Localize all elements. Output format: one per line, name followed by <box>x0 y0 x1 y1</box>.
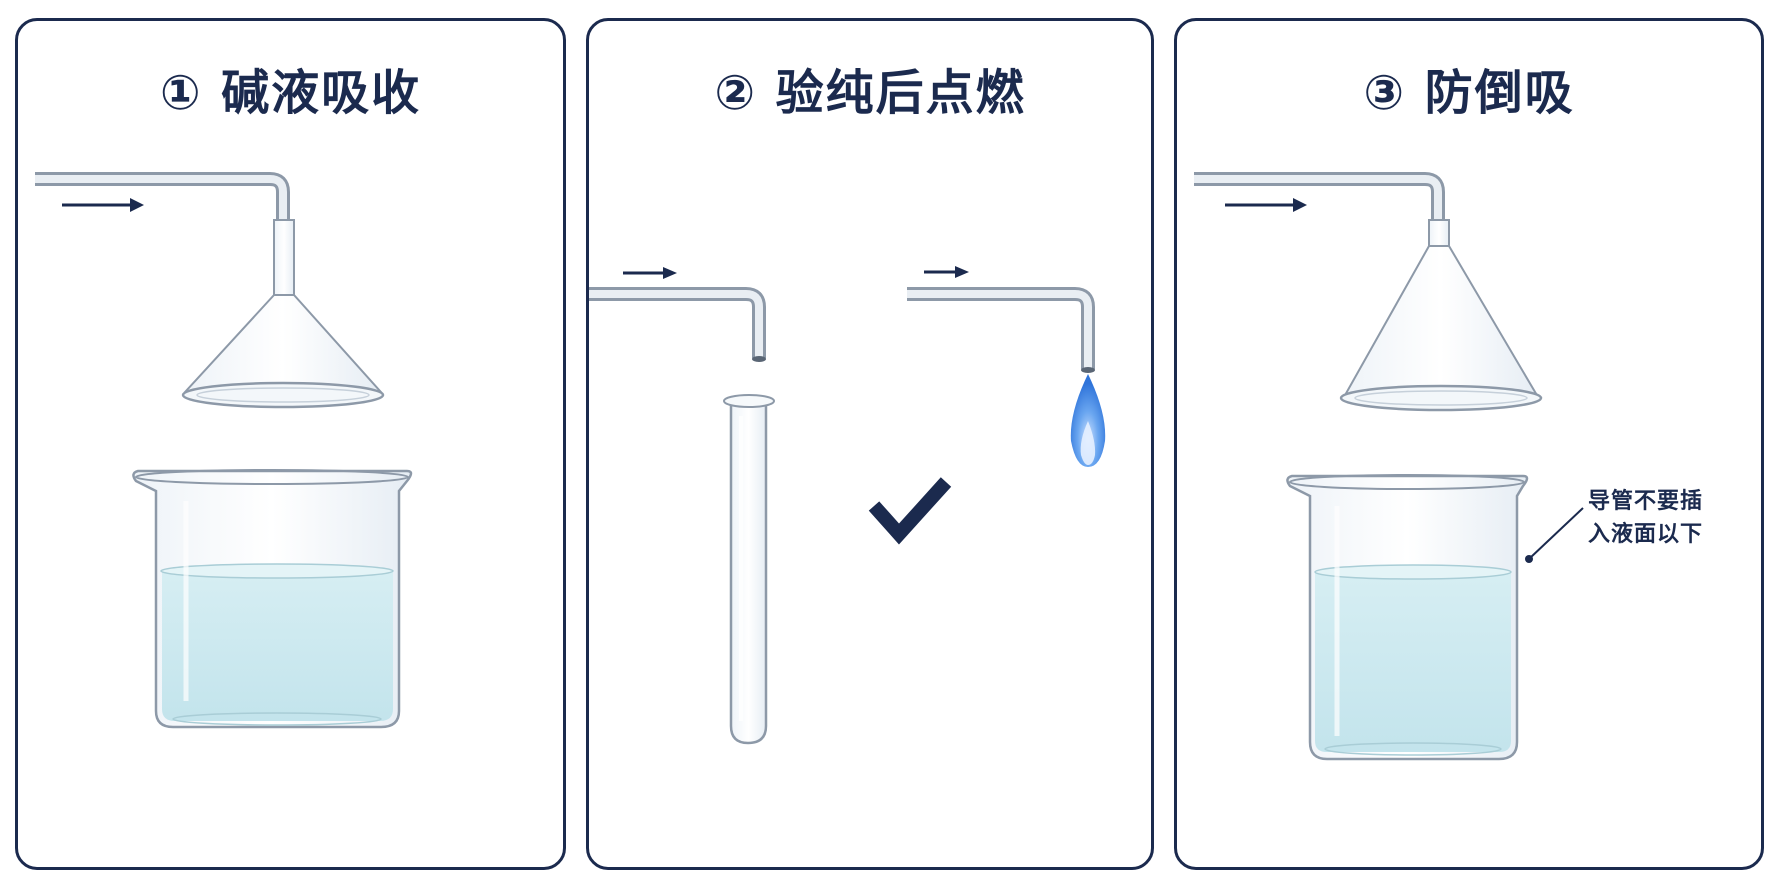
delivery-tube <box>35 172 290 221</box>
delivery-tube-left <box>589 287 766 362</box>
gas-flow-arrow-icon <box>924 266 969 278</box>
gas-flow-arrow-icon <box>1225 198 1307 212</box>
panel-title: ① 碱液吸收 <box>159 65 422 121</box>
delivery-tube-right <box>907 287 1095 373</box>
caution-note-line-2: 入液面以下 <box>1588 522 1704 547</box>
checkmark-icon <box>868 477 952 545</box>
anti-suckback-diagram <box>1194 172 1584 761</box>
panel-alkali-absorption: ① 碱液吸收 <box>15 18 566 870</box>
panel-purity-test-ignite: ② 验纯后点燃 <box>586 18 1154 870</box>
funnel-icon <box>181 219 385 409</box>
panel-anti-suckback: ③ 防倒吸 <box>1174 18 1764 870</box>
blue-flame-icon <box>1070 374 1106 467</box>
note-leader-line <box>1525 507 1584 563</box>
panel-title: ③ 防倒吸 <box>1363 65 1575 121</box>
gas-flow-arrow-icon <box>62 198 144 212</box>
caution-note: 导管不要插 入液面以下 <box>1588 485 1708 551</box>
delivery-tube <box>1194 172 1445 221</box>
panel-title: ② 验纯后点燃 <box>714 65 1026 121</box>
gas-flow-arrow-icon <box>623 267 677 279</box>
caution-note-line-1: 导管不要插 <box>1588 489 1704 514</box>
test-tube-icon <box>723 394 775 745</box>
alkali-absorption-diagram <box>35 172 413 729</box>
funnel-icon <box>1339 219 1543 412</box>
purity-test-diagram <box>589 266 1106 745</box>
beaker-icon <box>1286 474 1529 761</box>
beaker-with-alkali-solution-icon <box>132 469 413 729</box>
